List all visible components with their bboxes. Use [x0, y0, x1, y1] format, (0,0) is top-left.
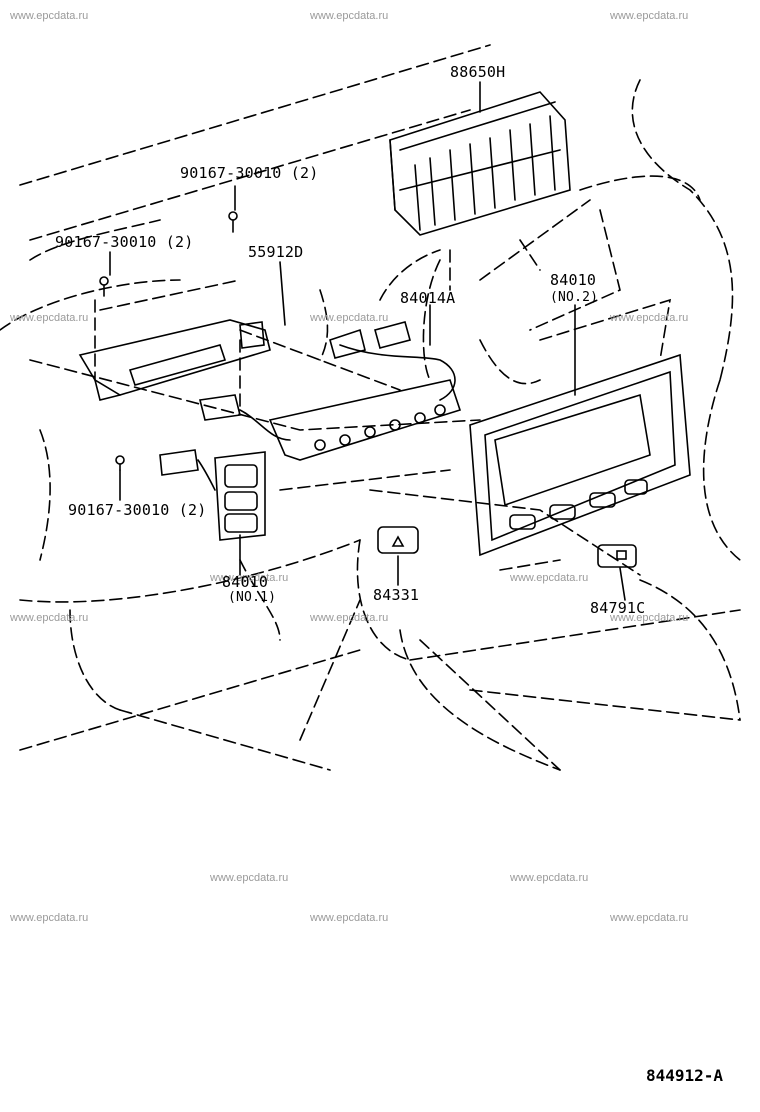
label-84791C: 84791C [590, 599, 646, 617]
label-screw-left: 90167-30010 (2) [55, 233, 194, 251]
label-84010-no1-sub: (NO.1) [228, 590, 277, 605]
watermark: www.epcdata.ru [510, 572, 589, 584]
watermark: www.epcdata.ru [310, 312, 389, 324]
watermark: www.epcdata.ru [310, 912, 389, 924]
watermark: www.epcdata.ru [610, 10, 689, 22]
watermark: www.epcdata.ru [610, 312, 689, 324]
hazard-switch-84331 [377, 526, 419, 554]
watermark: www.epcdata.ru [10, 312, 89, 324]
label-84331: 84331 [373, 586, 420, 604]
label-84010-no1: 84010 [222, 573, 269, 591]
leader-lines [109, 81, 626, 601]
diagram-reference: 844912-A [646, 1066, 724, 1085]
bracket-55912D [78, 319, 271, 401]
watermark: www.epcdata.ru [210, 572, 289, 584]
label-84010-no2-sub: (NO.2) [550, 290, 599, 305]
label-84010-no2: 84010 [550, 271, 597, 289]
label-screw-bottom: 90167-30010 (2) [68, 501, 207, 519]
screw-icons [99, 211, 238, 471]
label-55912D: 55912D [248, 243, 304, 261]
bezel-84010-no2 [469, 353, 691, 557]
wire-harness-84014A [199, 321, 456, 441]
control-board [268, 379, 462, 461]
watermark: www.epcdata.ru [10, 612, 89, 624]
switch-84010-no1 [159, 449, 266, 541]
label-88650H: 88650H [450, 63, 506, 81]
watermark: www.epcdata.ru [610, 612, 689, 624]
watermark: www.epcdata.ru [10, 10, 89, 22]
switch-84791C [597, 544, 637, 568]
watermark: www.epcdata.ru [10, 912, 89, 924]
watermark: www.epcdata.ru [610, 912, 689, 924]
dashboard-outline [0, 44, 741, 771]
label-84014A: 84014A [400, 289, 456, 307]
watermark: www.epcdata.ru [310, 10, 389, 22]
watermark: www.epcdata.ru [310, 612, 389, 624]
audio-amplifier-88650H [389, 91, 571, 236]
watermark: www.epcdata.ru [210, 872, 289, 884]
watermark: www.epcdata.ru [510, 872, 589, 884]
label-screw-top: 90167-30010 (2) [180, 164, 319, 182]
